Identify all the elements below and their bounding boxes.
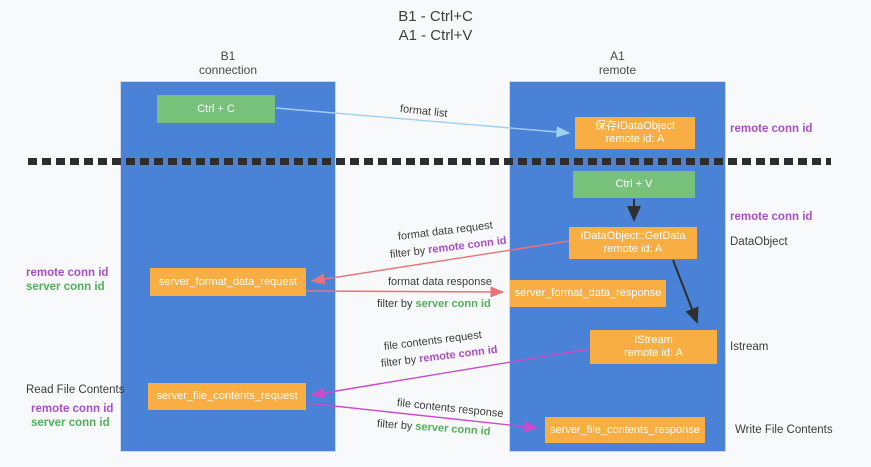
save-idataobject-line1: 保存IDataObject	[594, 120, 676, 132]
node-server-file-contents-request: server_file_contents_request	[148, 383, 306, 410]
format-list-text: format list	[399, 103, 449, 120]
file-contents-response-text: file contents response	[396, 397, 505, 421]
dashed-divider	[28, 158, 831, 165]
lane-header-a1: A1 remote	[509, 49, 726, 77]
format-data-response-text: format data response	[388, 276, 492, 288]
lane-a1-role: remote	[598, 63, 637, 77]
right-label-remote-conn-id-2: remote conn id	[730, 211, 813, 223]
lane-b1-role: connection	[198, 63, 258, 77]
server-format-data-request-label: server_format_data_request	[158, 275, 298, 288]
node-save-idataobject: 保存IDataObject remote id: A	[575, 117, 695, 149]
node-idataobject-getdata: IDataObject::GetData remote id: A	[569, 227, 697, 259]
right-label-remote-conn-id-1: remote conn id	[730, 123, 813, 135]
remote-conn-id-text: remote conn id	[427, 234, 508, 257]
right-label-write-file-contents: Write File Contents	[735, 424, 833, 436]
istream-line1: IStream	[634, 334, 673, 346]
left-conn-id-pair-2: remote conn id server conn id	[31, 402, 113, 430]
lane-a1-name: A1	[610, 49, 625, 63]
node-ctrl-c: Ctrl + C	[157, 95, 275, 123]
getdata-line2: remote id: A	[603, 243, 663, 255]
flow-label-format-data-response: format data response	[388, 276, 492, 288]
left-conn-id-pair-1: remote conn id server conn id	[26, 266, 108, 294]
flow-label-format-list: format list	[399, 103, 448, 120]
node-server-file-contents-response: server_file_contents_response	[545, 417, 705, 443]
save-idataobject-line2: remote id: A	[605, 133, 665, 145]
filter-by-text: filter by	[377, 298, 413, 310]
left-server-conn-id-2: server conn id	[31, 417, 110, 429]
left-remote-conn-id-1: remote conn id	[26, 267, 109, 279]
filter-by-text: filter by	[380, 353, 417, 370]
server-file-contents-request-label: server_file_contents_request	[156, 390, 298, 402]
left-server-conn-id-1: server conn id	[26, 281, 105, 293]
getdata-line1: IDataObject::GetData	[580, 230, 686, 242]
node-server-format-data-response: server_format_data_response	[510, 280, 666, 307]
lane-b1-name: B1	[220, 49, 236, 63]
server-conn-id-text: server conn id	[414, 420, 491, 438]
node-istream: IStream remote id: A	[590, 330, 717, 364]
istream-line2: remote id: A	[624, 347, 683, 359]
filter-by-text: filter by	[389, 244, 426, 261]
server-conn-id-text: server conn id	[415, 298, 491, 310]
left-label-read-file-contents: Read File Contents	[26, 384, 125, 396]
ctrl-c-label: Ctrl + C	[197, 102, 235, 115]
filter-by-text: filter by	[376, 418, 413, 433]
server-file-contents-response-label: server_file_contents_response	[550, 423, 700, 436]
title-line-1: B1 - Ctrl+C	[398, 8, 473, 25]
right-label-dataobject: DataObject	[730, 236, 788, 248]
node-ctrl-v: Ctrl + V	[573, 171, 695, 198]
flow-label-file-contents-response: file contents response	[396, 397, 504, 420]
title-line-2: A1 - Ctrl+V	[398, 27, 473, 44]
lane-header-b1: B1 connection	[120, 49, 336, 77]
server-format-data-response-label: server_format_data_response	[514, 287, 662, 299]
right-label-istream: Istream	[730, 341, 769, 353]
node-server-format-data-request: server_format_data_request	[150, 268, 306, 296]
left-remote-conn-id-2: remote conn id	[31, 403, 114, 415]
ctrl-v-label: Ctrl + V	[615, 178, 653, 190]
diagram-title: B1 - Ctrl+C A1 - Ctrl+V	[0, 7, 871, 45]
